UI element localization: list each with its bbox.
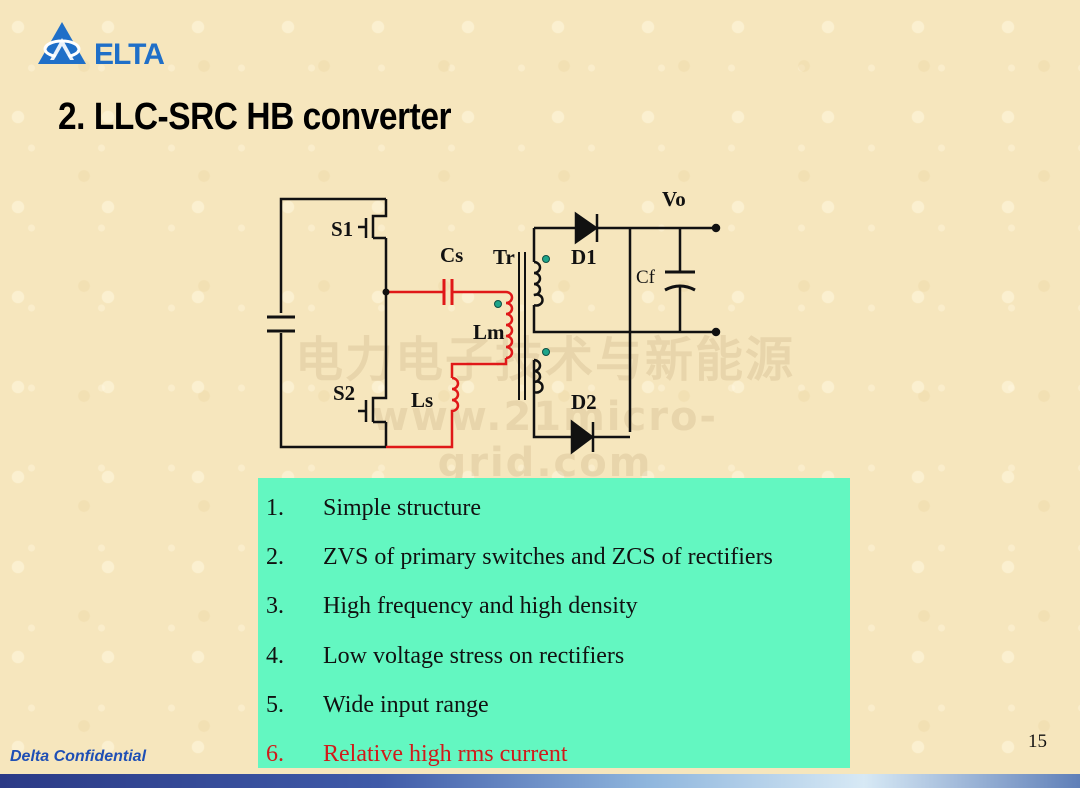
list-item-number: 6.: [266, 741, 284, 768]
label-ls: Ls: [411, 388, 433, 412]
d2-diode-icon: [570, 419, 595, 455]
label-tr: Tr: [493, 245, 515, 269]
list-item: 5. Wide input range: [266, 681, 850, 730]
bottom-decor-bar: [0, 774, 1080, 788]
page-number: 15: [1028, 731, 1047, 752]
midpoint-junction: [382, 288, 390, 296]
secondary-coil-bottom: [533, 358, 544, 394]
vo-terminal-bottom: [711, 327, 721, 337]
list-item: 3. High frequency and high density: [266, 582, 850, 631]
list-item-text: Low voltage stress on rectifiers: [323, 642, 625, 669]
list-item: 2. ZVS of primary switches and ZCS of re…: [266, 533, 850, 582]
s1-switch-symbol: [358, 199, 388, 292]
label-cs: Cs: [440, 243, 463, 267]
list-item-text: High frequency and high density: [323, 593, 638, 620]
label-vo: Vo: [662, 187, 686, 211]
list-item-number: 5.: [266, 691, 284, 718]
s2-switch-symbol: [358, 292, 388, 447]
label-s2: S2: [333, 381, 355, 405]
label-cf: Cf: [636, 267, 656, 288]
list-item-text: Wide input range: [323, 691, 489, 718]
list-item-number: 2.: [266, 544, 284, 571]
lm-coil: [450, 290, 514, 378]
ls-coil: [386, 376, 460, 449]
llc-circuit-diagram: S1 S2 Cs Tr Lm Ls D1 D2 Vo Cf: [267, 187, 721, 455]
label-lm: Lm: [473, 320, 505, 344]
cf-plate-bottom: [664, 284, 696, 292]
list-item-text: Simple structure: [323, 495, 481, 522]
delta-triangle-logo-icon: [38, 22, 86, 64]
secondary-bottom-wire: [532, 360, 630, 439]
d1-diode-icon: [574, 211, 599, 245]
input-loop-wire: [279, 197, 386, 449]
logo-text: ELTA: [94, 38, 165, 71]
polarity-dot-primary: [494, 300, 502, 308]
secondary-coil-top: [533, 260, 544, 307]
list-item-number: 4.: [266, 642, 284, 669]
list-item-text: Relative high rms current: [323, 741, 568, 768]
list-item: 4. Low voltage stress on rectifiers: [266, 632, 850, 681]
delta-logo: ELTA: [34, 18, 184, 71]
list-item-number: 1.: [266, 495, 284, 522]
label-d1: D1: [571, 245, 597, 269]
center-tap-wire: [532, 305, 716, 334]
list-item-warning: 6. Relative high rms current: [266, 730, 850, 779]
polarity-dot-sec-bottom: [542, 348, 550, 356]
label-d2: D2: [571, 390, 597, 414]
polarity-dot-sec-top: [542, 255, 550, 263]
secondary-top-wire: [532, 226, 716, 432]
label-s1: S1: [331, 217, 353, 241]
vo-terminal-top: [711, 223, 721, 233]
confidential-footer: Delta Confidential: [10, 748, 147, 765]
list-item-number: 3.: [266, 593, 284, 620]
feature-list: 1. Simple structure 2. ZVS of primary sw…: [258, 478, 850, 768]
slide-title: 2. LLC-SRC HB converter: [58, 96, 452, 138]
list-item-text: ZVS of primary switches and ZCS of recti…: [323, 544, 773, 571]
list-item: 1. Simple structure: [266, 484, 850, 533]
